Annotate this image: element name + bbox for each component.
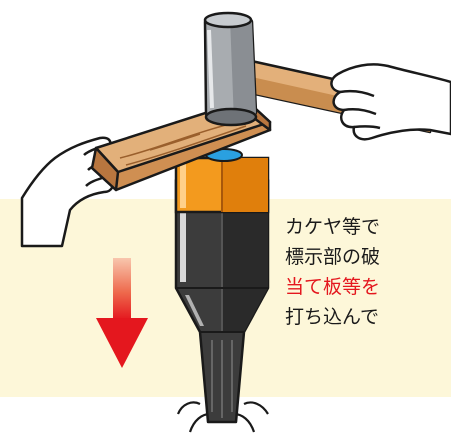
- down-arrow-icon: [96, 258, 148, 368]
- right-hand-icon: [330, 63, 451, 141]
- instruction-line-3-highlight: 当て板等を: [285, 276, 381, 298]
- instruction-line-2: 標示部の破: [285, 246, 381, 268]
- survey-stake-icon: [174, 148, 270, 433]
- instruction-text: カケヤ等で 標示部の破 当て板等を 打ち込んで: [285, 212, 451, 332]
- instruction-line-1: カケヤ等で: [285, 216, 381, 238]
- instruction-line-4: 打ち込んで: [285, 306, 380, 328]
